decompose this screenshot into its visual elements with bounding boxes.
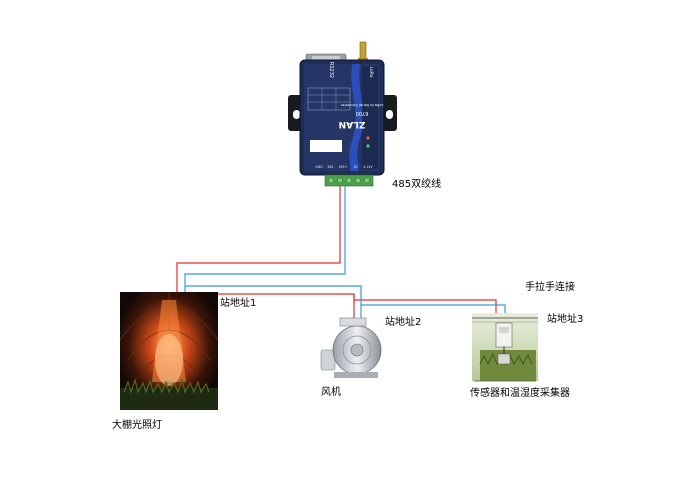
fan-blower-photo (320, 317, 382, 378)
terminal-label: GND (315, 165, 323, 169)
greenhouse-light-photo (119, 292, 219, 410)
fan-label: 风机 (321, 387, 341, 398)
device-model-text: 6700 (356, 110, 369, 116)
hand-in-hand-label: 手拉手连接 (525, 282, 575, 293)
station1-label: 站地址1 (220, 298, 257, 309)
blue-485-wire (184, 186, 506, 323)
zlan-gateway-device: ZLAN 6700 LoRa to Serial Converter RS232… (288, 41, 397, 187)
terminal-block (324, 174, 374, 187)
zlan-logo (310, 140, 342, 152)
greenhouse-light-label: 大棚光照灯 (112, 420, 162, 431)
terminal-label: 485+ (339, 165, 348, 169)
cable-label: 485双绞线 (392, 179, 442, 190)
sensor-label: 传感器和温湿度采集器 (470, 388, 570, 399)
device-brand-text: ZLAN (339, 119, 366, 129)
lora-label: LoRa (368, 67, 374, 78)
terminal-label: DC (354, 165, 359, 169)
station3-label: 站地址3 (547, 314, 584, 325)
sensor-collector-photo (472, 313, 538, 382)
terminal-label: 9-24V (363, 165, 373, 169)
device-subtitle-text: LoRa to Serial Converter (340, 103, 383, 107)
status-led-icon (366, 144, 370, 148)
power-led-icon (366, 136, 370, 140)
terminal-label: 485- (327, 165, 334, 169)
red-485-wire (176, 186, 497, 323)
rs232-label: RS232 (328, 62, 334, 78)
station2-label: 站地址2 (385, 317, 422, 328)
